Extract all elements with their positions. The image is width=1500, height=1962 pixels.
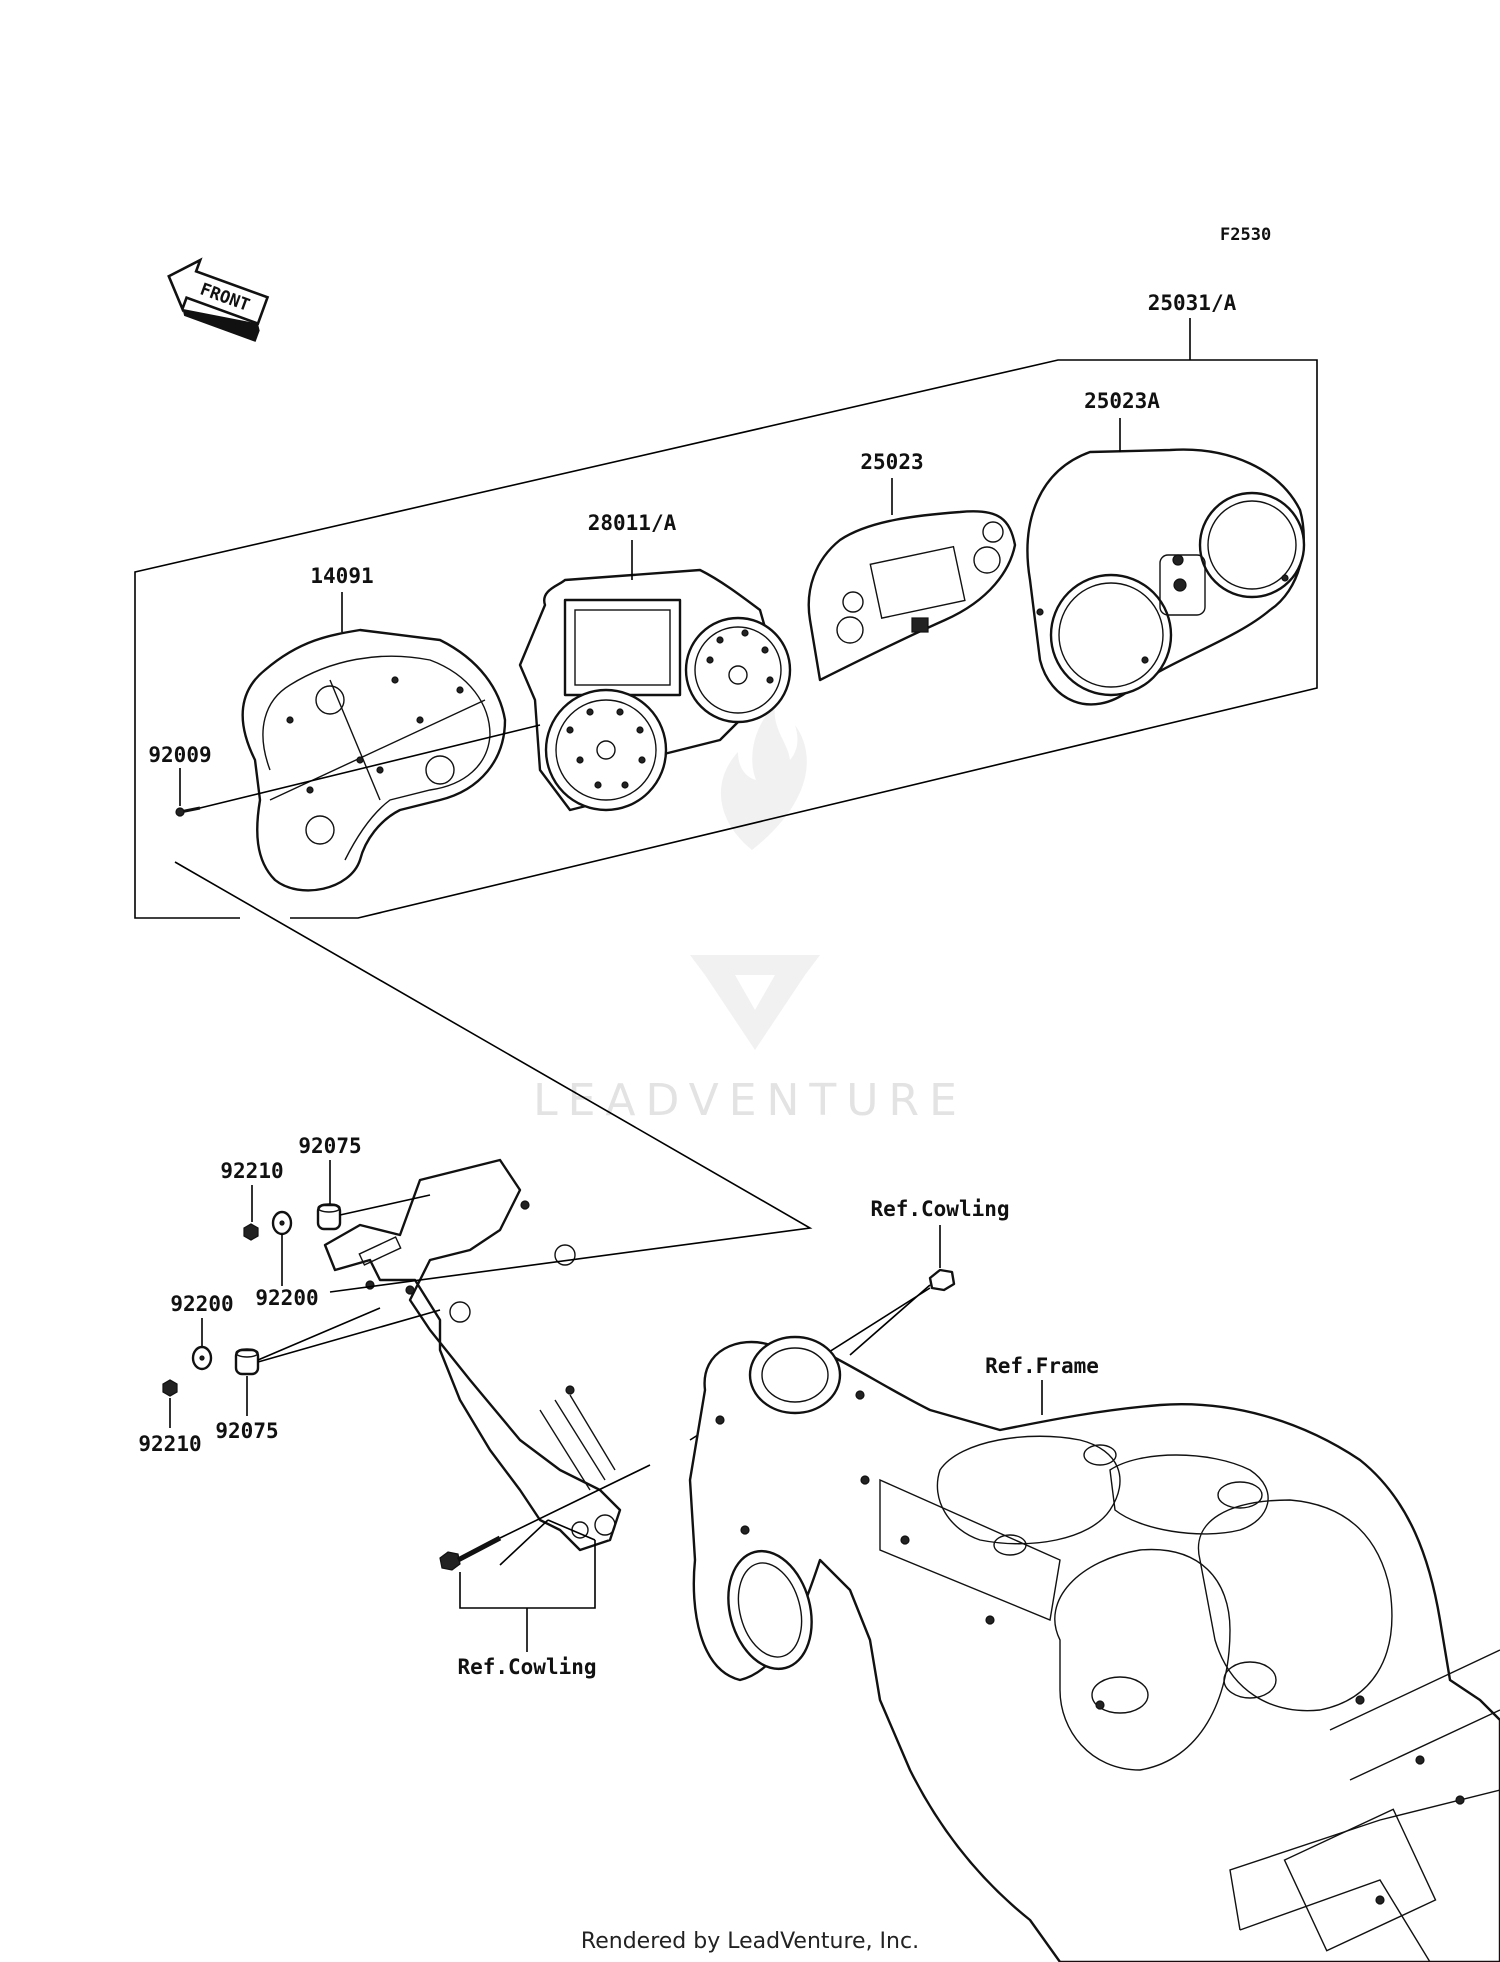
bolt-leader-b xyxy=(547,1519,596,1541)
damper-top-axis xyxy=(339,1194,431,1216)
damper-bottom-axis-b xyxy=(257,1309,441,1363)
washer-top-part xyxy=(271,1210,293,1236)
meter-unit xyxy=(518,568,792,812)
label-25031A: 25031/A xyxy=(1148,291,1237,315)
washer-bottom-part xyxy=(191,1345,213,1371)
footer-credit: Rendered by LeadVenture, Inc. xyxy=(581,1929,919,1954)
meter-cover-front xyxy=(1026,448,1306,706)
assembly-outline xyxy=(134,359,1318,919)
label-92075-bottom: 92075 xyxy=(215,1419,278,1443)
label-92200-bottom: 92200 xyxy=(170,1292,233,1316)
front-arrow-icon: FRONT xyxy=(167,257,270,342)
meter-case-rear xyxy=(241,628,507,892)
damper-bottom-part xyxy=(234,1348,260,1376)
label-25023A: 25023A xyxy=(1084,389,1160,413)
watermark-logo xyxy=(690,705,820,1050)
label-92210-top: 92210 xyxy=(220,1159,283,1183)
label-92200-top: 92200 xyxy=(255,1286,318,1310)
watermark-text: LEADVENTURE xyxy=(533,1075,967,1126)
assembly-to-bracket-lines xyxy=(174,861,813,1293)
label-ref-cowling-bottom: Ref.Cowling xyxy=(457,1655,596,1679)
bolt-part xyxy=(439,1535,502,1571)
bolt-axis xyxy=(499,1464,651,1539)
meter-bracket xyxy=(323,1158,622,1552)
label-14091: 14091 xyxy=(310,564,373,588)
label-ref-cowling-top: Ref.Cowling xyxy=(870,1197,1009,1221)
label-92075-top: 92075 xyxy=(298,1134,361,1158)
meter-lens-panel xyxy=(807,510,1017,682)
label-28011A: 28011/A xyxy=(588,511,677,535)
screw-part xyxy=(175,806,201,817)
bolt-leader-a xyxy=(499,1519,549,1566)
label-92009: 92009 xyxy=(148,743,211,767)
damper-bottom-axis-a xyxy=(257,1307,381,1361)
figure-code: F2530 xyxy=(1220,225,1271,245)
ref-cowling-top-nut xyxy=(928,1268,956,1292)
nut-bottom-part xyxy=(162,1379,178,1397)
damper-top-part xyxy=(316,1203,342,1231)
screw-axis-line xyxy=(199,724,541,809)
label-92210-bottom: 92210 xyxy=(138,1432,201,1456)
motorcycle-frame xyxy=(688,1335,1500,1962)
label-ref-frame: Ref.Frame xyxy=(985,1354,1099,1378)
label-25023: 25023 xyxy=(860,450,923,474)
nut-top-part xyxy=(243,1223,259,1241)
